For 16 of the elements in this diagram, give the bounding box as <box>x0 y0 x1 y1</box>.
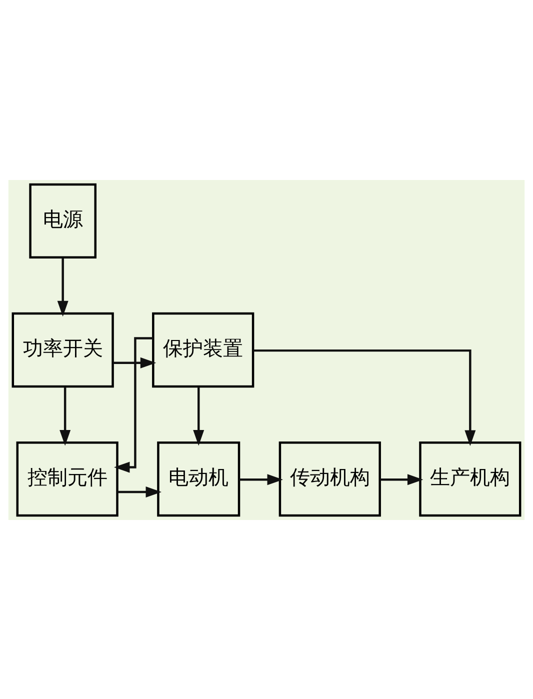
arrow <box>193 386 204 446</box>
arrow <box>60 386 71 446</box>
arrow <box>114 336 154 472</box>
arrow <box>113 356 156 368</box>
arrow <box>253 348 476 446</box>
node-box: 电动机 <box>157 440 240 516</box>
arrow <box>117 486 162 497</box>
node-box: 功率开关 <box>12 312 114 388</box>
node-box: 保护装置 <box>152 312 254 388</box>
arrow <box>57 257 68 316</box>
arrow <box>380 474 424 485</box>
arrow <box>239 474 283 485</box>
node-box: 传动机构 <box>278 440 381 516</box>
node-box: 电源 <box>29 182 96 258</box>
node-box: 生产机构 <box>419 440 522 516</box>
node-box: 控制元件 <box>16 440 118 516</box>
